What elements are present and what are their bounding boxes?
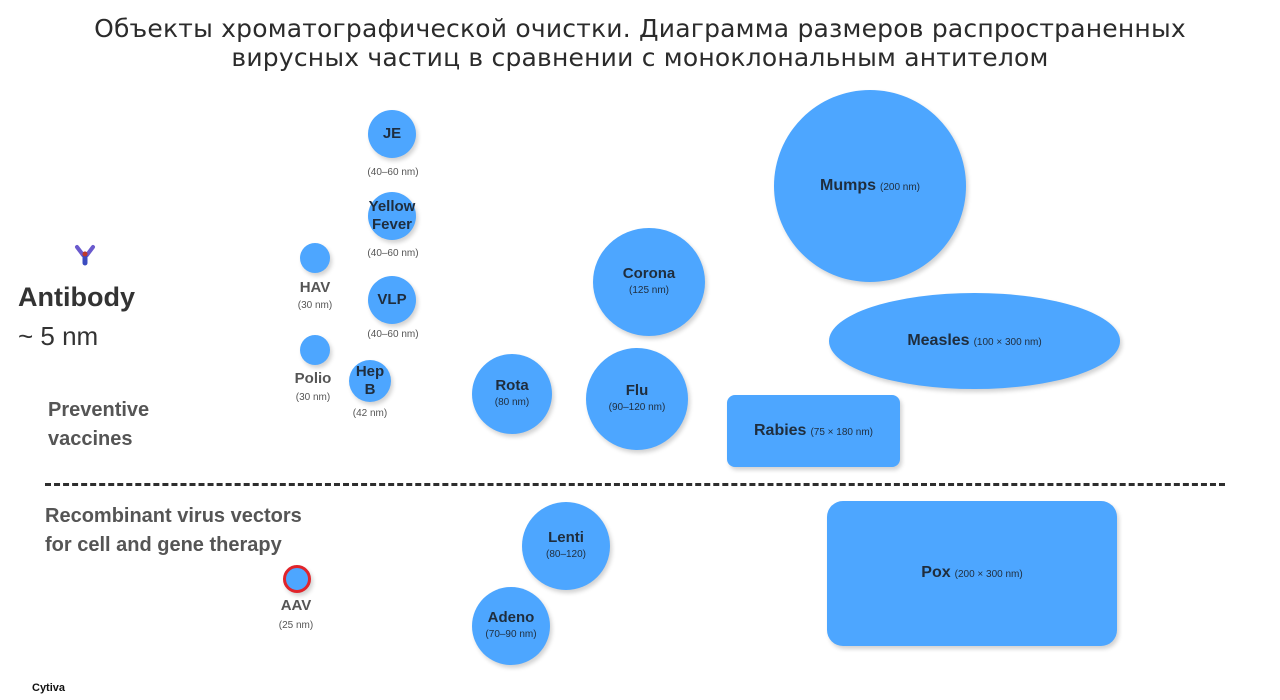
mumps-particle: Mumps (200 nm) [774, 90, 966, 282]
aav-name: AAV [280, 597, 312, 614]
yellow-fever-size: (40–60 nm) [367, 248, 419, 259]
antibody-label: Antibody [18, 282, 135, 312]
polio-size: (30 nm) [295, 392, 331, 403]
corona-size: (125 nm) [628, 285, 669, 296]
flu-size: (90–120 nm) [608, 402, 666, 413]
adeno-particle: Adeno (70–90 nm) [472, 587, 550, 665]
corona-particle: Corona (125 nm) [593, 228, 705, 336]
vlp-name: VLP [377, 291, 407, 308]
adeno-name: Adeno [487, 609, 535, 626]
measles-particle: Measles (100 × 300 nm) [829, 293, 1120, 389]
mumps-size: (200 nm) [879, 181, 920, 193]
vlp-size: (40–60 nm) [367, 329, 419, 340]
hep-b-particle: Hep B [349, 360, 391, 402]
lenti-size: (80–120) [545, 549, 587, 560]
mumps-name: Mumps [819, 176, 876, 194]
measles-size: (100 × 300 nm) [973, 336, 1042, 348]
polio-particle [300, 335, 330, 365]
hav-particle [300, 243, 330, 273]
pox-name: Pox [921, 564, 951, 581]
measles-name: Measles [907, 331, 970, 349]
antibody-icon [75, 245, 95, 266]
adeno-size: (70–90 nm) [485, 629, 537, 640]
polio-name: Polio [294, 370, 332, 387]
rabies-size: (75 × 180 nm) [810, 426, 873, 438]
recombinant-vectors-label: Recombinant virus vectors for cell and g… [45, 505, 302, 556]
diagram-title: Объекты хроматографической очистки. Диаг… [0, 14, 1280, 72]
corona-name: Corona [622, 265, 676, 282]
rota-particle: Rota (80 nm) [472, 354, 552, 434]
flu-particle: Flu (90–120 nm) [586, 348, 688, 450]
aav-size: (25 nm) [278, 620, 314, 631]
aav-particle [283, 565, 311, 593]
yellow-fever-particle: Yellow Fever [368, 192, 416, 240]
brand-logo: Cytiva [32, 682, 66, 694]
antibody-size: ~ 5 nm [18, 321, 99, 351]
hep-b-size: (42 nm) [352, 408, 388, 419]
hep-b-name-2: B [364, 381, 376, 398]
hep-b-name-1: Hep [355, 363, 385, 380]
rabies-name: Rabies [753, 421, 807, 439]
title-line-1: Объекты хроматографической очистки. Диаг… [94, 14, 1186, 43]
yellow-fever-name-1: Yellow [368, 198, 416, 215]
rota-size: (80 nm) [494, 397, 530, 408]
preventive-vaccines-label: Preventive vaccines [48, 399, 150, 450]
section-divider [45, 483, 1225, 486]
pox-particle: Pox (200 × 300 nm) [827, 501, 1117, 646]
yellow-fever-name-2: Fever [371, 216, 413, 233]
lenti-particle: Lenti (80–120) [522, 502, 610, 590]
hav-size: (30 nm) [297, 300, 333, 311]
je-particle: JE [368, 110, 416, 158]
title-line-2: вирусных частиц в сравнении с моноклонал… [231, 43, 1049, 72]
vlp-particle: VLP [368, 276, 416, 324]
je-size: (40–60 nm) [367, 167, 419, 178]
lenti-name: Lenti [548, 529, 584, 546]
hav-name: HAV [299, 279, 331, 296]
flu-name: Flu [625, 382, 649, 399]
rota-name: Rota [495, 377, 529, 394]
rabies-particle: Rabies (75 × 180 nm) [727, 395, 900, 467]
pox-size: (200 × 300 nm) [954, 569, 1023, 580]
je-name: JE [382, 125, 402, 142]
